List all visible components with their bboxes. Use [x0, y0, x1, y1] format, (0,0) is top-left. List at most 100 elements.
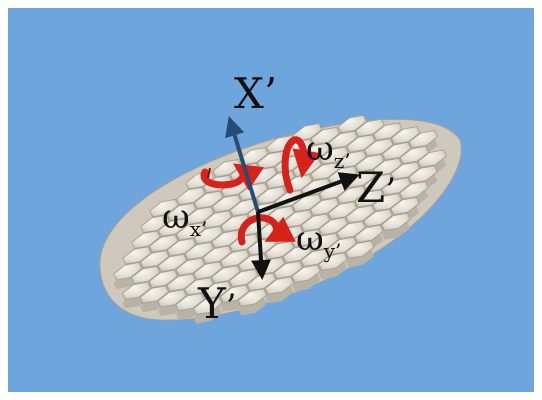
hex-particle: [176, 222, 206, 241]
hex-particle: [346, 134, 376, 153]
y-axis-arrow: [251, 211, 271, 280]
hex-particle: [175, 257, 205, 277]
hex-particle: [309, 232, 339, 252]
z-axis-label: Z’: [356, 163, 396, 212]
hex-particle: [301, 213, 331, 232]
hex-particle: [381, 177, 411, 196]
hex-particle: [211, 229, 241, 249]
hex-particle: [131, 230, 161, 249]
hex-particle: [337, 114, 367, 134]
hex-particle: [372, 157, 403, 177]
hex-particle: [140, 214, 170, 234]
hex-particle: [184, 241, 214, 261]
rotation-x-icon: [200, 163, 265, 191]
hex-particle: [202, 245, 232, 265]
y-axis-label: Y’: [197, 279, 237, 328]
hex-particle: [158, 218, 188, 237]
hex-particle-side: [292, 273, 321, 292]
hex-particle: [310, 197, 340, 217]
hex-particle: [373, 122, 403, 141]
omega-z-label: ωz’: [306, 129, 351, 173]
hex-particle: [300, 248, 330, 268]
hex-particle: [239, 147, 269, 166]
hex-particle: [337, 150, 367, 169]
hex-particle: [345, 205, 375, 224]
hex-particle: [399, 181, 429, 200]
hex-particle: [194, 190, 224, 210]
hex-particle: [408, 165, 438, 184]
hex-particle: [381, 212, 411, 232]
x-axis-label: X’: [234, 69, 277, 118]
hex-particle: [399, 145, 430, 165]
x-axis-arrow: [225, 116, 260, 213]
hex-particle: [148, 269, 178, 289]
hex-particle: [408, 129, 439, 149]
hex-particle: [355, 153, 385, 173]
hex-particle: [390, 161, 420, 180]
hex-particle: [264, 276, 294, 295]
hex-particle: [390, 196, 420, 216]
hex-particle: [202, 280, 232, 300]
hex-particle-side: [193, 306, 222, 324]
hex-particle: [130, 265, 161, 285]
hex-particle: [372, 193, 402, 212]
hex-particle: [328, 130, 358, 150]
hex-particle: [166, 237, 197, 257]
hex-particle-side: [381, 222, 411, 240]
hex-particle: [336, 220, 366, 240]
hex-particle: [167, 202, 197, 222]
hex-particle: [185, 206, 215, 225]
hex-particle: [220, 284, 250, 304]
hex-particle: [157, 289, 187, 308]
hex-particle: [327, 236, 357, 256]
hex-particle: [211, 194, 242, 213]
hex-particle: [318, 252, 348, 271]
hex-particle: [220, 213, 250, 233]
hex-particle: [149, 234, 179, 253]
hex-particle: [122, 246, 152, 265]
hex-particle: [382, 141, 412, 161]
hex-particle: [211, 265, 241, 284]
hex-particle: [157, 253, 188, 273]
hex-particle: [292, 193, 322, 213]
hex-particle: [193, 261, 223, 280]
hex-particle: [363, 208, 393, 228]
hex-particle: [273, 260, 303, 280]
hex-particle: [417, 149, 447, 168]
hex-particle: [121, 281, 152, 301]
hex-particle: [193, 225, 224, 245]
hex-particle: [166, 273, 196, 292]
hex-particle-side: [318, 261, 348, 280]
hex-particle: [355, 118, 385, 138]
hex-particle: [184, 277, 214, 296]
hex-particle: [364, 138, 394, 157]
hex-particle: [193, 296, 223, 316]
rotation-y-icon: [237, 214, 296, 246]
omega-y-label: ωy’: [296, 219, 341, 263]
hex-particle: [318, 217, 349, 236]
hex-particle: [327, 201, 358, 220]
axes: [225, 116, 360, 280]
hex-particle: [256, 186, 286, 205]
hex-particle: [292, 123, 323, 142]
hex-particle: [291, 264, 321, 283]
hex-particle: [113, 262, 143, 281]
hex-particle: [282, 244, 313, 264]
hex-particle: [139, 285, 169, 304]
hex-particle: [354, 224, 384, 244]
hex-particle: [391, 126, 421, 145]
hex-particle-side: [265, 285, 294, 304]
z-axis-arrow: [257, 172, 360, 214]
hex-particle-side: [238, 297, 267, 316]
hex-particle: [175, 292, 205, 312]
hex-particle: [176, 186, 206, 206]
hex-particle: [257, 150, 287, 170]
hex-particle: [220, 249, 250, 268]
hex-particle: [202, 210, 233, 229]
hex-particle: [345, 240, 375, 259]
hex-particle: [237, 288, 268, 307]
hex-particle: [140, 250, 170, 269]
